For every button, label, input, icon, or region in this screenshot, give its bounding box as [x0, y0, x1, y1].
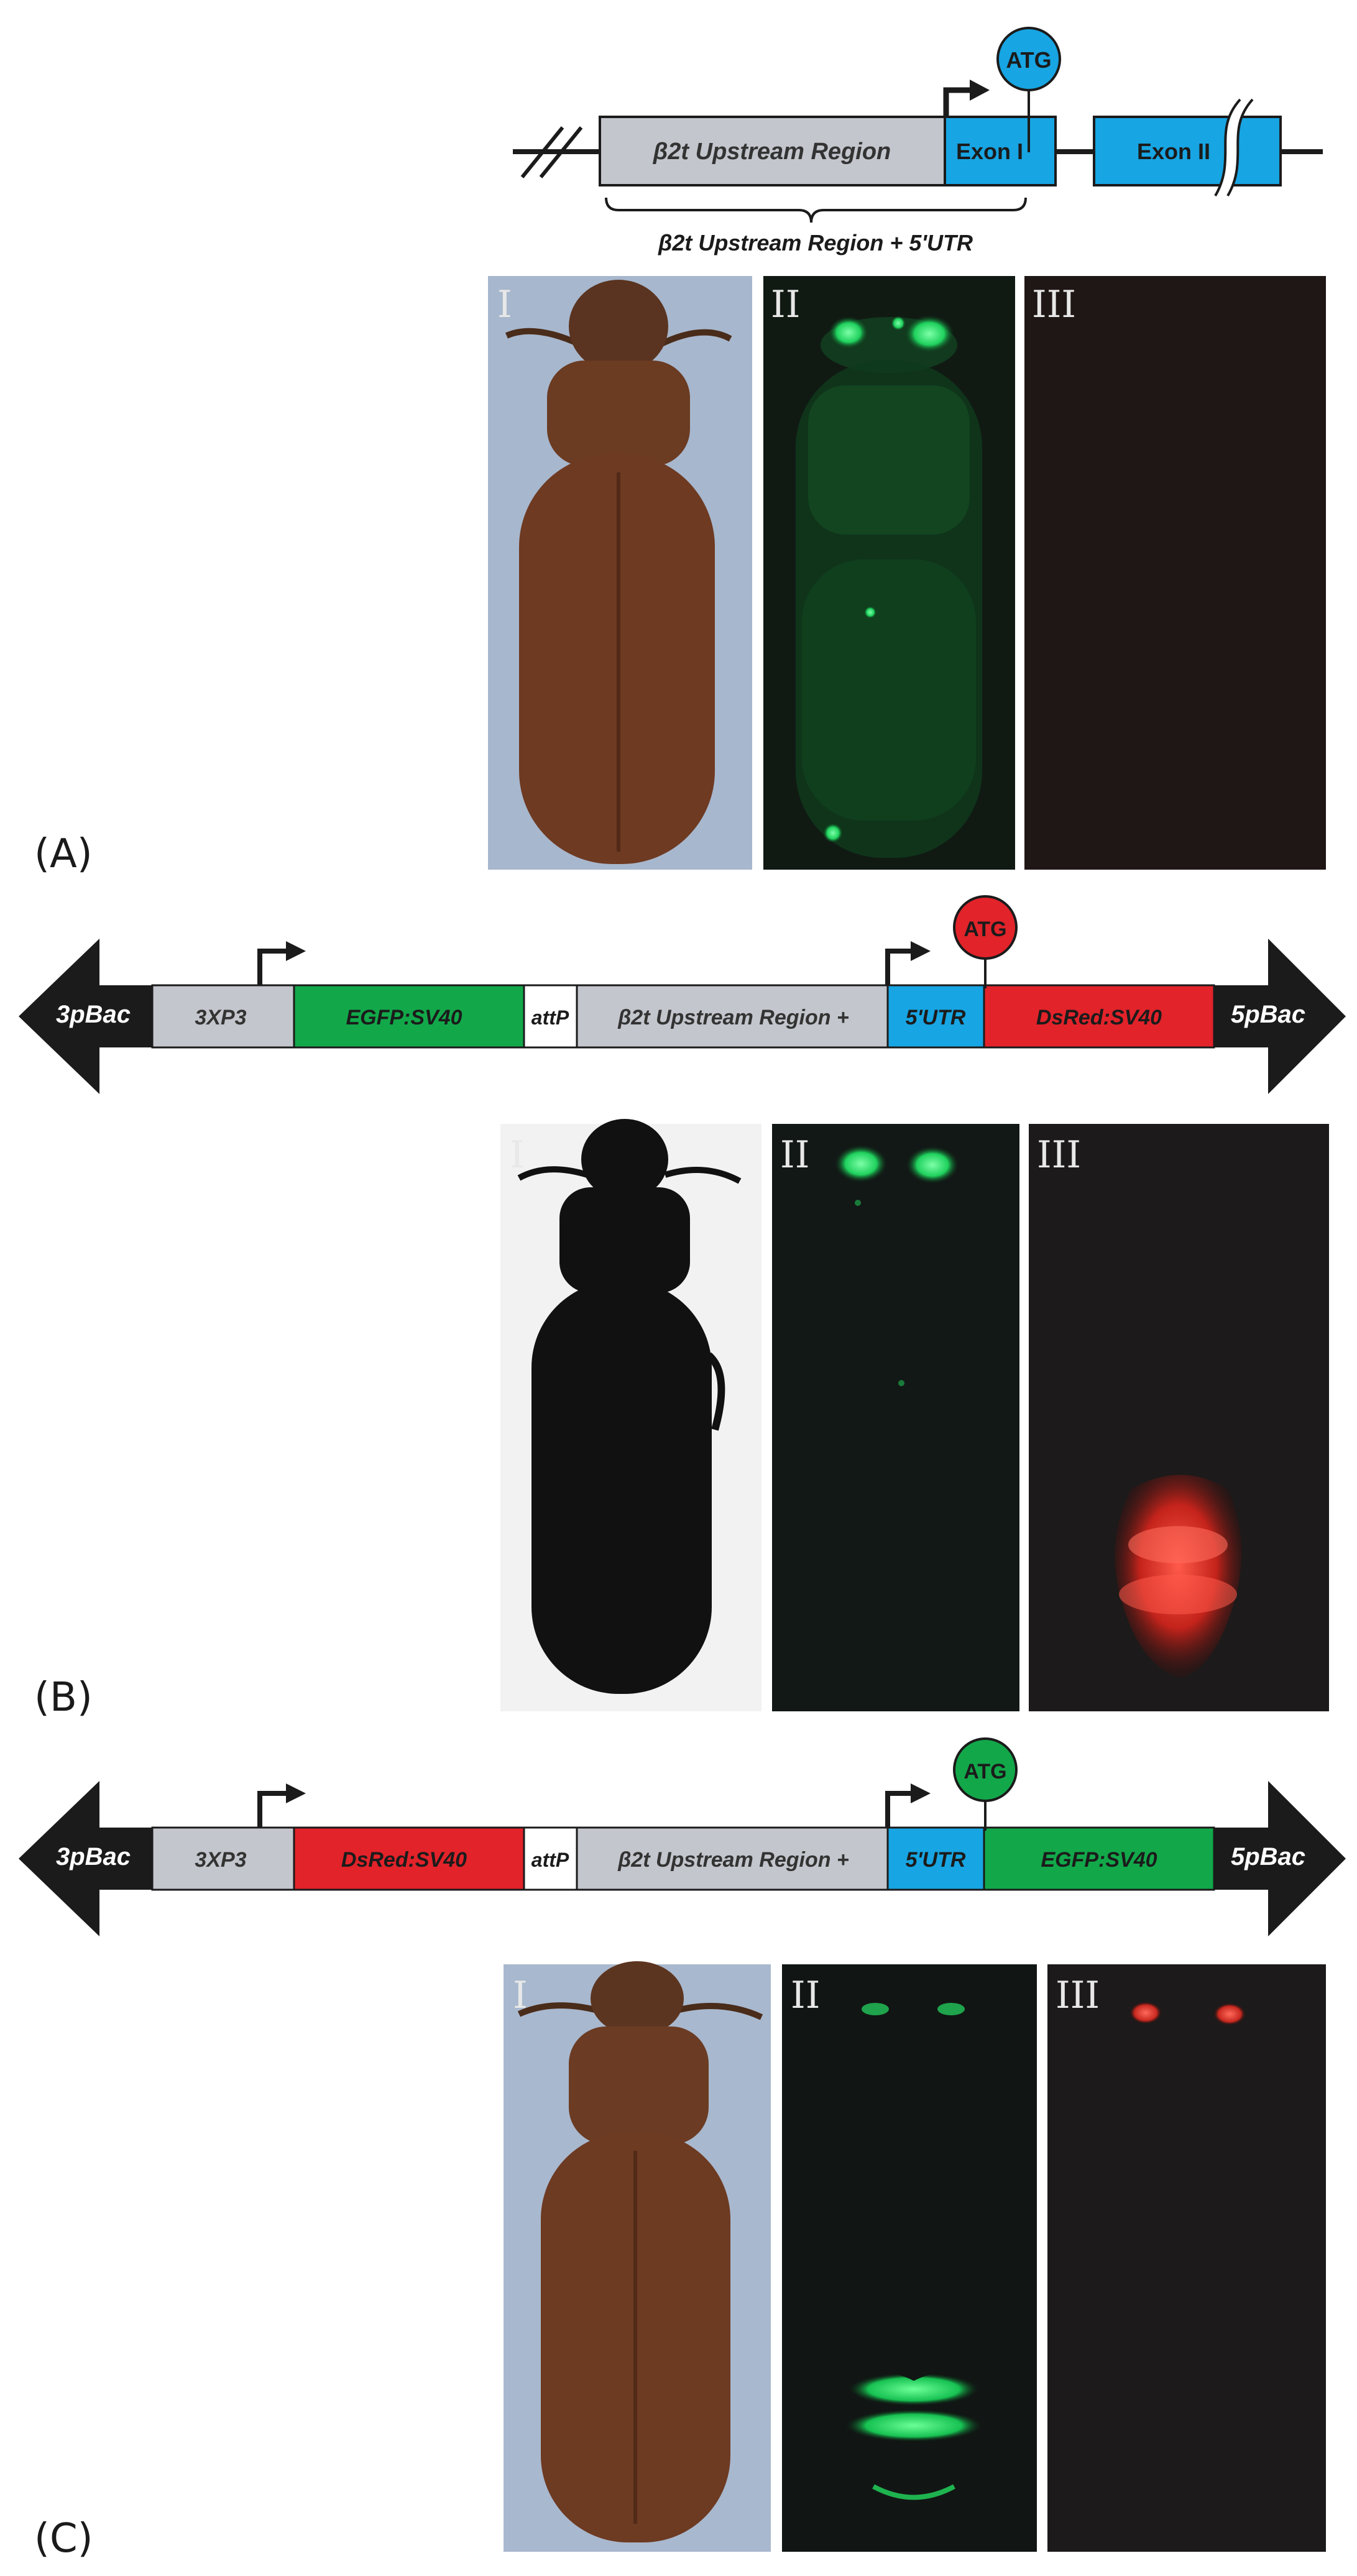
beetle-c2-fluorescence [845, 2003, 982, 2500]
b-seg-3xp3-label: 3XP3 [195, 1006, 246, 1029]
c-seg-upstream [576, 1826, 889, 1891]
brace [605, 197, 1027, 223]
image-a3-background [1024, 276, 1326, 870]
c-promoter-arrowhead-2 [911, 1783, 931, 1803]
break-mark-1 [520, 126, 564, 178]
image-c1-roman: I [513, 1974, 528, 2017]
panel-c-construct: 3pBac 3XP3 DsRed:SV40 attP β2t Upstream … [19, 1737, 1346, 1936]
c-atg-label: ATG [964, 1760, 1006, 1783]
c-seg-attp [523, 1826, 578, 1891]
panel-a-images: I II III [488, 276, 1326, 870]
tss-arrow-head [970, 80, 990, 101]
c-right-arrow-body [1214, 1828, 1273, 1890]
image-b2-roman: II [780, 1133, 809, 1177]
c-right-arrow-head [1268, 1781, 1346, 1936]
panel-b-letter: (B) [34, 1675, 93, 1721]
b-seg-egfp-label: EGFP:SV40 [346, 1006, 462, 1029]
atg-circle-a [996, 27, 1061, 91]
b-seg-upstream-label: β2t Upstream Region + [617, 1006, 849, 1029]
exon1-label: Exon I [956, 139, 1023, 164]
c-seg-upstream-label: β2t Upstream Region + [617, 1848, 849, 1872]
b-seg-upstream [576, 984, 889, 1049]
b-right-arrow-body [1214, 985, 1273, 1047]
c-left-arrow-head [19, 1781, 99, 1936]
c-seg-attp-label: attP [531, 1849, 569, 1871]
c-seg-egfp [983, 1826, 1215, 1891]
image-b1-roman: I [510, 1133, 525, 1177]
beetle-b1-silhouette [517, 1119, 742, 1694]
b-seg-attp-label: attP [531, 1006, 569, 1029]
image-c3-roman: III [1056, 1974, 1100, 2017]
c-left-arrow-label: 3pBac [56, 1843, 131, 1870]
image-b3-roman: III [1037, 1133, 1081, 1177]
c-seg-dsred [293, 1826, 525, 1891]
image-c2-background [782, 1964, 1037, 2552]
brace-label: β2t Upstream Region + 5'UTR [658, 230, 973, 255]
c-seg-utr [886, 1826, 985, 1891]
image-a2-roman: II [771, 283, 800, 326]
c-seg-dsred-label: DsRed:SV40 [341, 1848, 467, 1872]
atg-label-a: ATG [1006, 47, 1051, 73]
panel-b-construct: 3pBac 3XP3 EGFP:SV40 attP β2t Upstream R… [19, 895, 1346, 1094]
beetle-c1 [517, 1961, 763, 2542]
panel-b-images: I II III [500, 1119, 1329, 1711]
b-seg-dsred [983, 984, 1215, 1049]
image-c3-background [1047, 1964, 1326, 2552]
c-seg-utr-label: 5'UTR [906, 1848, 966, 1872]
tss-arrow-line [943, 87, 970, 117]
b-seg-3xp3 [151, 984, 295, 1049]
beetle-a2-fluorescence [796, 315, 982, 858]
b-right-arrow-head [1268, 939, 1346, 1094]
panel-c-images: I II III [504, 1961, 1326, 2552]
b-seg-utr-label: 5'UTR [906, 1006, 966, 1029]
panel-a-gene-diagram: β2t Upstream Region Exon I Exon II ATG β… [513, 27, 1323, 255]
panel-c-letter: (C) [34, 2516, 93, 2562]
exon2-break-line-1 [1214, 98, 1241, 197]
image-a1-roman: I [497, 283, 512, 326]
b-left-arrow-head [19, 939, 99, 1094]
beetle-a1 [505, 280, 732, 864]
image-b2-background [772, 1124, 1019, 1711]
b-seg-utr [886, 984, 985, 1049]
exon2-label: Exon II [1137, 139, 1210, 164]
b-right-arrow-label: 5pBac [1231, 1001, 1305, 1028]
exon2-break-line-2 [1226, 98, 1254, 197]
b-promoter-arrowhead-1 [286, 941, 306, 961]
c-promoter-arrow-1 [257, 1791, 286, 1828]
exon2-break-gap [1216, 95, 1251, 200]
c-right-arrow-label: 5pBac [1231, 1843, 1305, 1870]
beetle-b2-fluorescence [835, 1145, 959, 1386]
beetle-b3-red-glow [1115, 1474, 1242, 1678]
b-promoter-arrow-2 [885, 949, 911, 985]
b-promoter-arrow-1 [257, 949, 286, 985]
b-seg-dsred-label: DsRed:SV40 [1036, 1006, 1162, 1029]
beetle-c3-red-eyes [1129, 2002, 1246, 2025]
upstream-region-box [599, 116, 946, 186]
b-promoter-arrowhead-2 [911, 941, 931, 961]
upstream-region-label: β2t Upstream Region [653, 139, 891, 165]
exon1-box [944, 116, 1057, 186]
b-atg-circle [953, 895, 1018, 960]
c-seg-egfp-label: EGFP:SV40 [1041, 1848, 1157, 1872]
b-atg-label: ATG [964, 918, 1006, 941]
image-a3-roman: III [1032, 283, 1076, 326]
c-atg-circle [953, 1737, 1018, 1802]
break-mark-2 [539, 126, 583, 178]
c-promoter-arrow-2 [885, 1791, 911, 1828]
panel-a-letter: (A) [34, 831, 93, 877]
b-seg-attp [523, 984, 578, 1049]
c-left-arrow-body [99, 1828, 152, 1890]
c-seg-3xp3-label: 3XP3 [195, 1848, 246, 1872]
b-seg-egfp [293, 984, 525, 1049]
b-left-arrow-body [99, 985, 152, 1047]
exon2-box [1093, 116, 1282, 186]
image-c2-roman: II [791, 1974, 820, 2017]
b-left-arrow-label: 3pBac [56, 1001, 131, 1028]
c-promoter-arrowhead-1 [286, 1783, 306, 1803]
